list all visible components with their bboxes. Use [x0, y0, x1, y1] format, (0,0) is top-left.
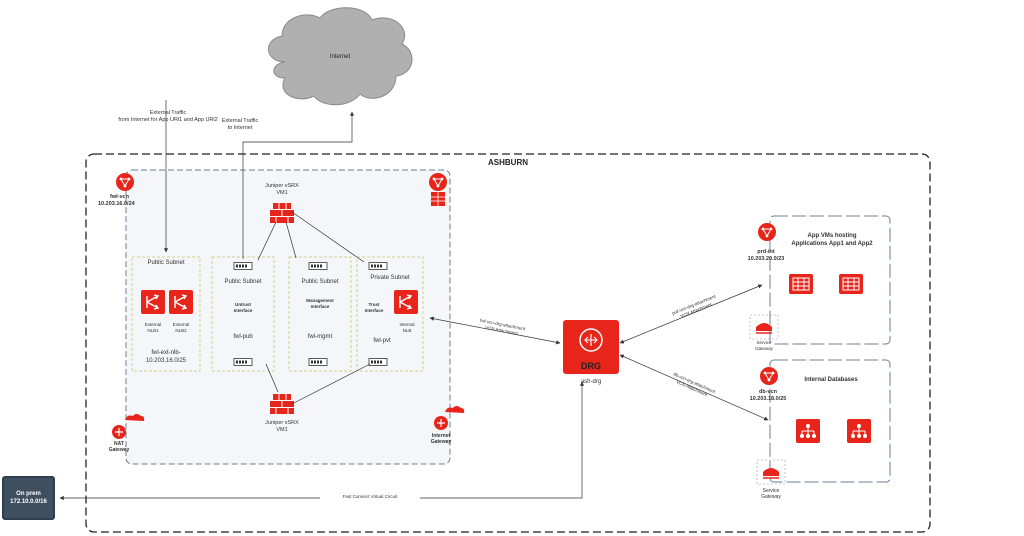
subnet-mgmt-title: Public Subnet [301, 279, 339, 285]
fw-to-trust [291, 211, 365, 263]
internal-nlb-icon [393, 289, 419, 315]
firewall-vm1-top-icon [269, 202, 295, 224]
internet-cloud: Internet [268, 7, 413, 106]
app-vm1-icon [788, 273, 814, 295]
fw-to-untrust [257, 221, 277, 261]
prd-vcn-icon [757, 222, 777, 242]
fw-to-mgmt [285, 221, 297, 259]
subnet-private-title: Private Subnet [370, 275, 410, 281]
internet-gateway-icon [433, 415, 449, 431]
db-vcn-icon [759, 366, 779, 386]
traffic-out-line [242, 111, 355, 259]
untrust-server-bottom-icon [233, 358, 253, 366]
db-vcn-box [769, 359, 891, 483]
trust-server-bottom-icon [368, 358, 388, 366]
db-vcn-title: Internal Databases [804, 377, 858, 383]
cloud-label: Internet [330, 54, 351, 60]
subnet-public-lb [131, 256, 201, 372]
subnet-untrust-title: Public Subnet [224, 279, 262, 285]
external-nlb2-icon [168, 289, 194, 315]
region-boundary [85, 153, 931, 533]
region-title: ASHBURN [488, 158, 528, 167]
fwl-vcn-icon [115, 172, 135, 192]
fastconnect-line [59, 381, 585, 501]
fastconnect-label: Fast Connect Virtual Circuit [320, 494, 420, 500]
prd-vcn-box [769, 215, 891, 345]
subnet-private [356, 256, 424, 372]
untrust-server-icon [233, 262, 253, 270]
drg-router: DRG [563, 320, 619, 374]
drg-name: ash-drg [580, 379, 602, 385]
subnet-untrust-name: fwl-pub [233, 334, 253, 340]
onprem-box [2, 476, 55, 520]
external-nlb1-icon [140, 289, 166, 315]
drg-label: DRG [581, 361, 601, 371]
mgmt-server-icon [308, 262, 328, 270]
database2-icon [846, 418, 872, 444]
trust-server-icon [368, 262, 388, 270]
app-vm2-icon [838, 273, 864, 295]
prd-drg-link [619, 284, 763, 344]
fwl-drg-link [429, 316, 561, 345]
service-gateway-prd-icon [749, 314, 779, 340]
vcn-security-icon [428, 172, 448, 192]
nat-gateway-icon [111, 424, 127, 440]
subnet-public-lb-title: Public Subnet [147, 260, 185, 266]
subnet-mgmt [288, 256, 352, 372]
security-list-icon-grid [431, 192, 445, 206]
subnet-private-name: fwl-pvt [373, 338, 391, 344]
subnet-public-lb-name: fwl-ext-nlb-10.203.16.0/25 [145, 350, 187, 364]
db-drg-link [619, 354, 769, 421]
mgmt-server-bottom-icon [308, 358, 328, 366]
database1-icon [795, 418, 821, 444]
subnet-mgmt-name: fwl-mgmt [307, 334, 333, 340]
firewall-vm1-bottom-icon [269, 393, 295, 415]
